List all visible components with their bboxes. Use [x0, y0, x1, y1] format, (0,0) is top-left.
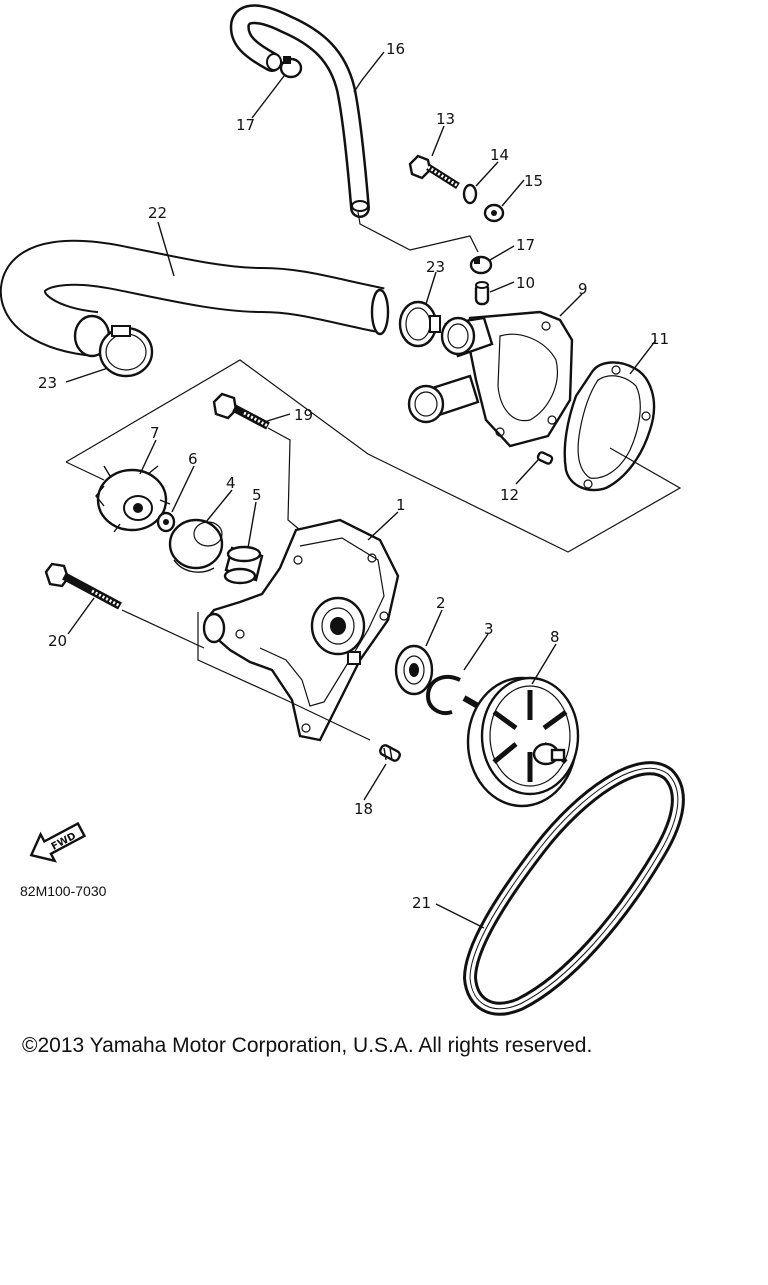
callout-4: 4: [226, 474, 236, 492]
bearing-2: [394, 644, 434, 696]
callout-12: 12: [500, 486, 519, 504]
clamp-23-right: [398, 300, 441, 348]
v-belt-21: [462, 761, 685, 1016]
callout-18: 18: [354, 800, 373, 818]
dowel-pin-18: [379, 744, 401, 762]
callout-10: 10: [516, 274, 535, 292]
copyright-notice: ©2013 Yamaha Motor Corporation, U.S.A. A…: [22, 1034, 593, 1057]
pipe-10: [474, 281, 490, 306]
drawing-code: 82M100-7030: [20, 883, 107, 899]
fwd-arrow-icon: FWD: [29, 821, 87, 863]
clip-17-right: [469, 255, 493, 275]
seal-4: [168, 518, 224, 573]
assembly-frame-upper: [65, 359, 682, 553]
gasket-11: [563, 361, 656, 492]
bolt-20: [44, 562, 122, 610]
bolt-19: [212, 392, 270, 430]
callout-1: 1: [396, 496, 406, 514]
callout-21: 21: [412, 894, 431, 912]
callout-20: 20: [48, 632, 67, 650]
callout-23-right: 23: [426, 258, 445, 276]
callout-22: 22: [148, 204, 167, 222]
circlip-3: [425, 674, 461, 715]
callout-labels: 16 17 13 14 15 22 17 23 10 9 11 23 19 7 …: [20, 40, 669, 912]
clip-17-upper: [279, 56, 303, 79]
collar-5: [223, 545, 264, 585]
callout-17-right: 17: [516, 236, 535, 254]
leader-lines: [65, 51, 657, 929]
callout-3: 3: [484, 620, 494, 638]
washer-15: [483, 203, 505, 223]
clamp-23-left: [98, 325, 154, 378]
assembly-frame-lower: [121, 609, 371, 741]
leader-bracket-16: [357, 211, 479, 253]
leader-19-bracket: [267, 427, 301, 531]
callout-9: 9: [578, 280, 588, 298]
callout-17-upper: 17: [236, 116, 255, 134]
callout-14: 14: [490, 146, 509, 164]
callout-2: 2: [436, 594, 446, 612]
callout-19: 19: [294, 406, 313, 424]
callout-7: 7: [150, 424, 160, 442]
callout-15: 15: [524, 172, 543, 190]
washer-6: [156, 511, 176, 533]
callout-11: 11: [650, 330, 669, 348]
dowel-pin-12: [536, 451, 554, 465]
pump-housing-9: [407, 310, 574, 448]
callout-16: 16: [386, 40, 405, 58]
callout-13: 13: [436, 110, 455, 128]
callout-23-left: 23: [38, 374, 57, 392]
hose-16: [229, 4, 370, 218]
washer-14: [462, 183, 478, 205]
pulley-8: [462, 676, 580, 808]
callout-6: 6: [188, 450, 198, 468]
hose-22: [0, 239, 390, 358]
housing-1: [202, 518, 400, 742]
callout-5: 5: [252, 486, 262, 504]
impeller-7: [95, 465, 171, 533]
callout-8: 8: [550, 628, 560, 646]
bolt-13: [408, 154, 460, 189]
